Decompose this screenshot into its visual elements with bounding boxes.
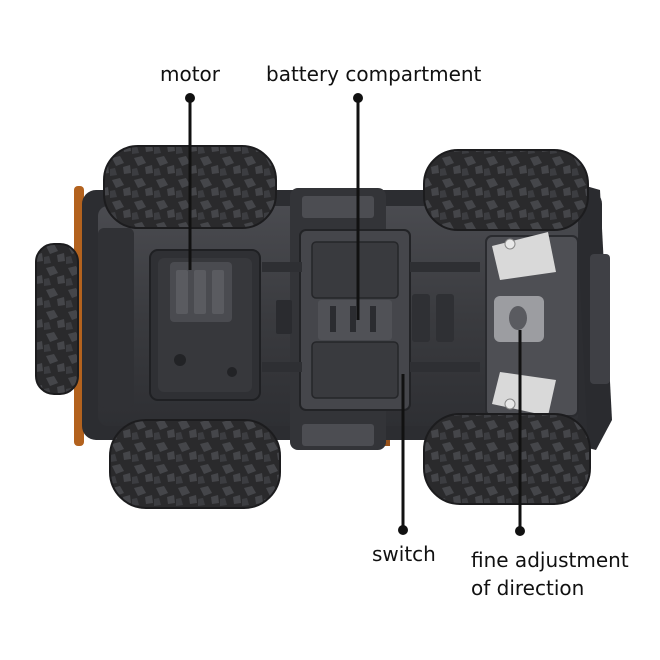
callout-battery-compartment: battery compartment	[266, 62, 482, 86]
spare-tire	[35, 243, 79, 395]
tire-rear-bottom	[109, 419, 281, 509]
motor-housing	[149, 249, 261, 401]
callout-motor: motor	[160, 62, 221, 86]
battery-compartment	[299, 229, 411, 411]
callout-fine-adjustment-line1: fine adjustment	[471, 548, 629, 572]
chassis-ribs	[262, 262, 480, 372]
leader-line-motor	[185, 93, 195, 270]
tire-front-bottom	[423, 413, 591, 505]
tire-front-top	[423, 149, 589, 231]
steering-assembly	[485, 232, 579, 417]
leader-line-fine-adjustment	[515, 330, 525, 536]
callout-fine-adjustment-line2: of direction	[471, 576, 585, 600]
callout-switch: switch	[372, 542, 436, 566]
leader-line-switch	[398, 374, 408, 535]
leader-line-battery	[353, 93, 363, 320]
